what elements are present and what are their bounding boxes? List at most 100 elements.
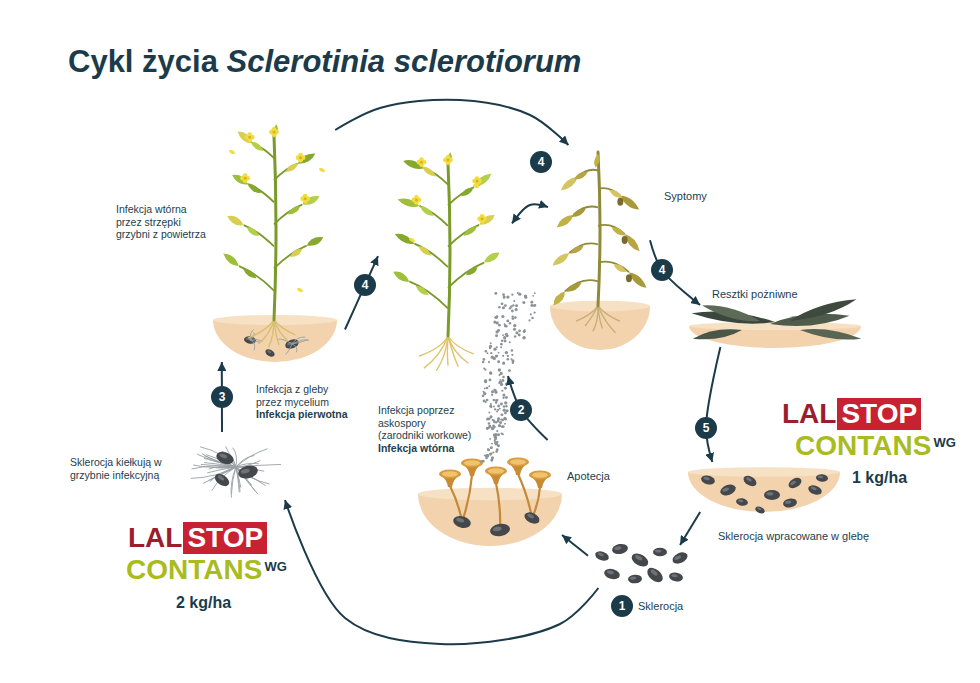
sclerotium-highlight — [650, 568, 659, 576]
cycle-arrow — [680, 512, 700, 545]
ascospore — [497, 417, 500, 420]
ascospore — [530, 301, 533, 304]
leaf — [627, 270, 649, 291]
ascospore — [501, 379, 504, 382]
sclerotium — [629, 551, 650, 570]
leaf — [789, 295, 858, 325]
wilted-pod — [622, 236, 628, 244]
step-number: 2 — [510, 399, 532, 421]
ascospore — [502, 397, 504, 399]
leaf — [565, 281, 583, 295]
sclerotium-highlight — [785, 500, 792, 504]
mycelium-hypha — [286, 344, 292, 354]
ascospore — [489, 347, 491, 349]
mycelium-hypha — [191, 467, 236, 478]
plant-branch — [244, 225, 274, 246]
step-number: 1 — [611, 595, 633, 617]
ascospore — [503, 417, 506, 420]
plant-stem — [598, 152, 600, 306]
cycle-arrow — [508, 376, 548, 440]
ascospore — [486, 427, 489, 430]
sclerotium-highlight — [746, 476, 753, 482]
plant-branch — [274, 246, 307, 269]
soil-mound — [418, 494, 562, 546]
flower-centre — [299, 156, 302, 159]
mycelium-hypha — [292, 337, 305, 344]
leaf — [612, 262, 628, 274]
mycelium-hypha — [231, 467, 236, 494]
flower-centre — [415, 198, 418, 201]
mycelium-hypha — [236, 449, 268, 467]
mycelium-hypha — [292, 344, 297, 352]
stage-caption: Resztki pożniwne — [712, 288, 798, 301]
plant-root — [437, 336, 448, 370]
leaf — [418, 204, 435, 218]
sclerotium — [628, 574, 643, 584]
sclerotium-highlight — [789, 480, 796, 486]
ascospore — [501, 339, 503, 341]
leaf — [241, 267, 258, 281]
ascospore — [502, 293, 505, 296]
sclerotium-highlight — [219, 453, 228, 459]
ascospore — [492, 451, 494, 453]
ascospore — [532, 295, 534, 297]
ascospore — [501, 315, 504, 318]
sclerotium — [668, 572, 683, 583]
ascospore — [530, 304, 533, 307]
ascospore — [486, 399, 489, 402]
ascospore — [509, 341, 511, 343]
ascospore — [502, 355, 504, 357]
ascospore — [484, 380, 487, 383]
ascospore — [517, 292, 519, 294]
ascospore — [482, 361, 485, 364]
sclerotium — [735, 497, 748, 506]
ascospore — [513, 328, 516, 331]
ascospore — [495, 433, 497, 435]
sclerotium-highlight — [757, 507, 762, 511]
leaf — [414, 284, 430, 298]
mycelium-hypha — [212, 467, 236, 468]
leaf — [245, 225, 260, 238]
leaf — [464, 265, 479, 278]
ascospore — [501, 390, 503, 392]
step-number: 4 — [530, 151, 552, 173]
ascospore — [504, 401, 507, 404]
apothecium-disc-inner — [464, 460, 480, 466]
ascospore — [488, 411, 490, 413]
ascospore — [497, 405, 500, 408]
ascospore — [491, 427, 494, 430]
ascospore — [506, 319, 509, 322]
leaf — [477, 212, 496, 228]
leaf — [446, 152, 453, 167]
ascospore — [504, 323, 506, 325]
flower-centre — [476, 180, 479, 183]
plant-stem — [448, 164, 450, 336]
ascospore — [515, 331, 518, 334]
sclerotium — [264, 348, 276, 358]
ascospore — [491, 394, 493, 396]
sclerotium-highlight — [738, 499, 744, 503]
sclerotium-highlight — [630, 576, 637, 580]
mycelium-hypha — [200, 447, 236, 467]
flower-centre — [420, 161, 423, 164]
ascospore — [500, 343, 503, 346]
ascospore — [494, 439, 496, 441]
leaf — [305, 234, 325, 249]
ascospore — [489, 371, 492, 374]
sclerotium — [653, 548, 667, 557]
ascospore — [505, 333, 508, 336]
sclerotium — [764, 490, 780, 500]
ascospore — [487, 448, 490, 451]
ascospore — [495, 421, 497, 423]
ascospore — [523, 331, 525, 333]
ascospore — [504, 339, 507, 342]
ascospore — [514, 335, 517, 338]
leaf — [417, 244, 433, 258]
sclerotium — [237, 463, 260, 480]
sclerotium — [671, 550, 690, 566]
dose-rate: 2 kg/ha — [176, 593, 231, 612]
soil-mound — [213, 320, 337, 362]
sclerotium — [645, 565, 666, 585]
soil-mound — [688, 472, 840, 512]
ascospore — [490, 342, 492, 344]
